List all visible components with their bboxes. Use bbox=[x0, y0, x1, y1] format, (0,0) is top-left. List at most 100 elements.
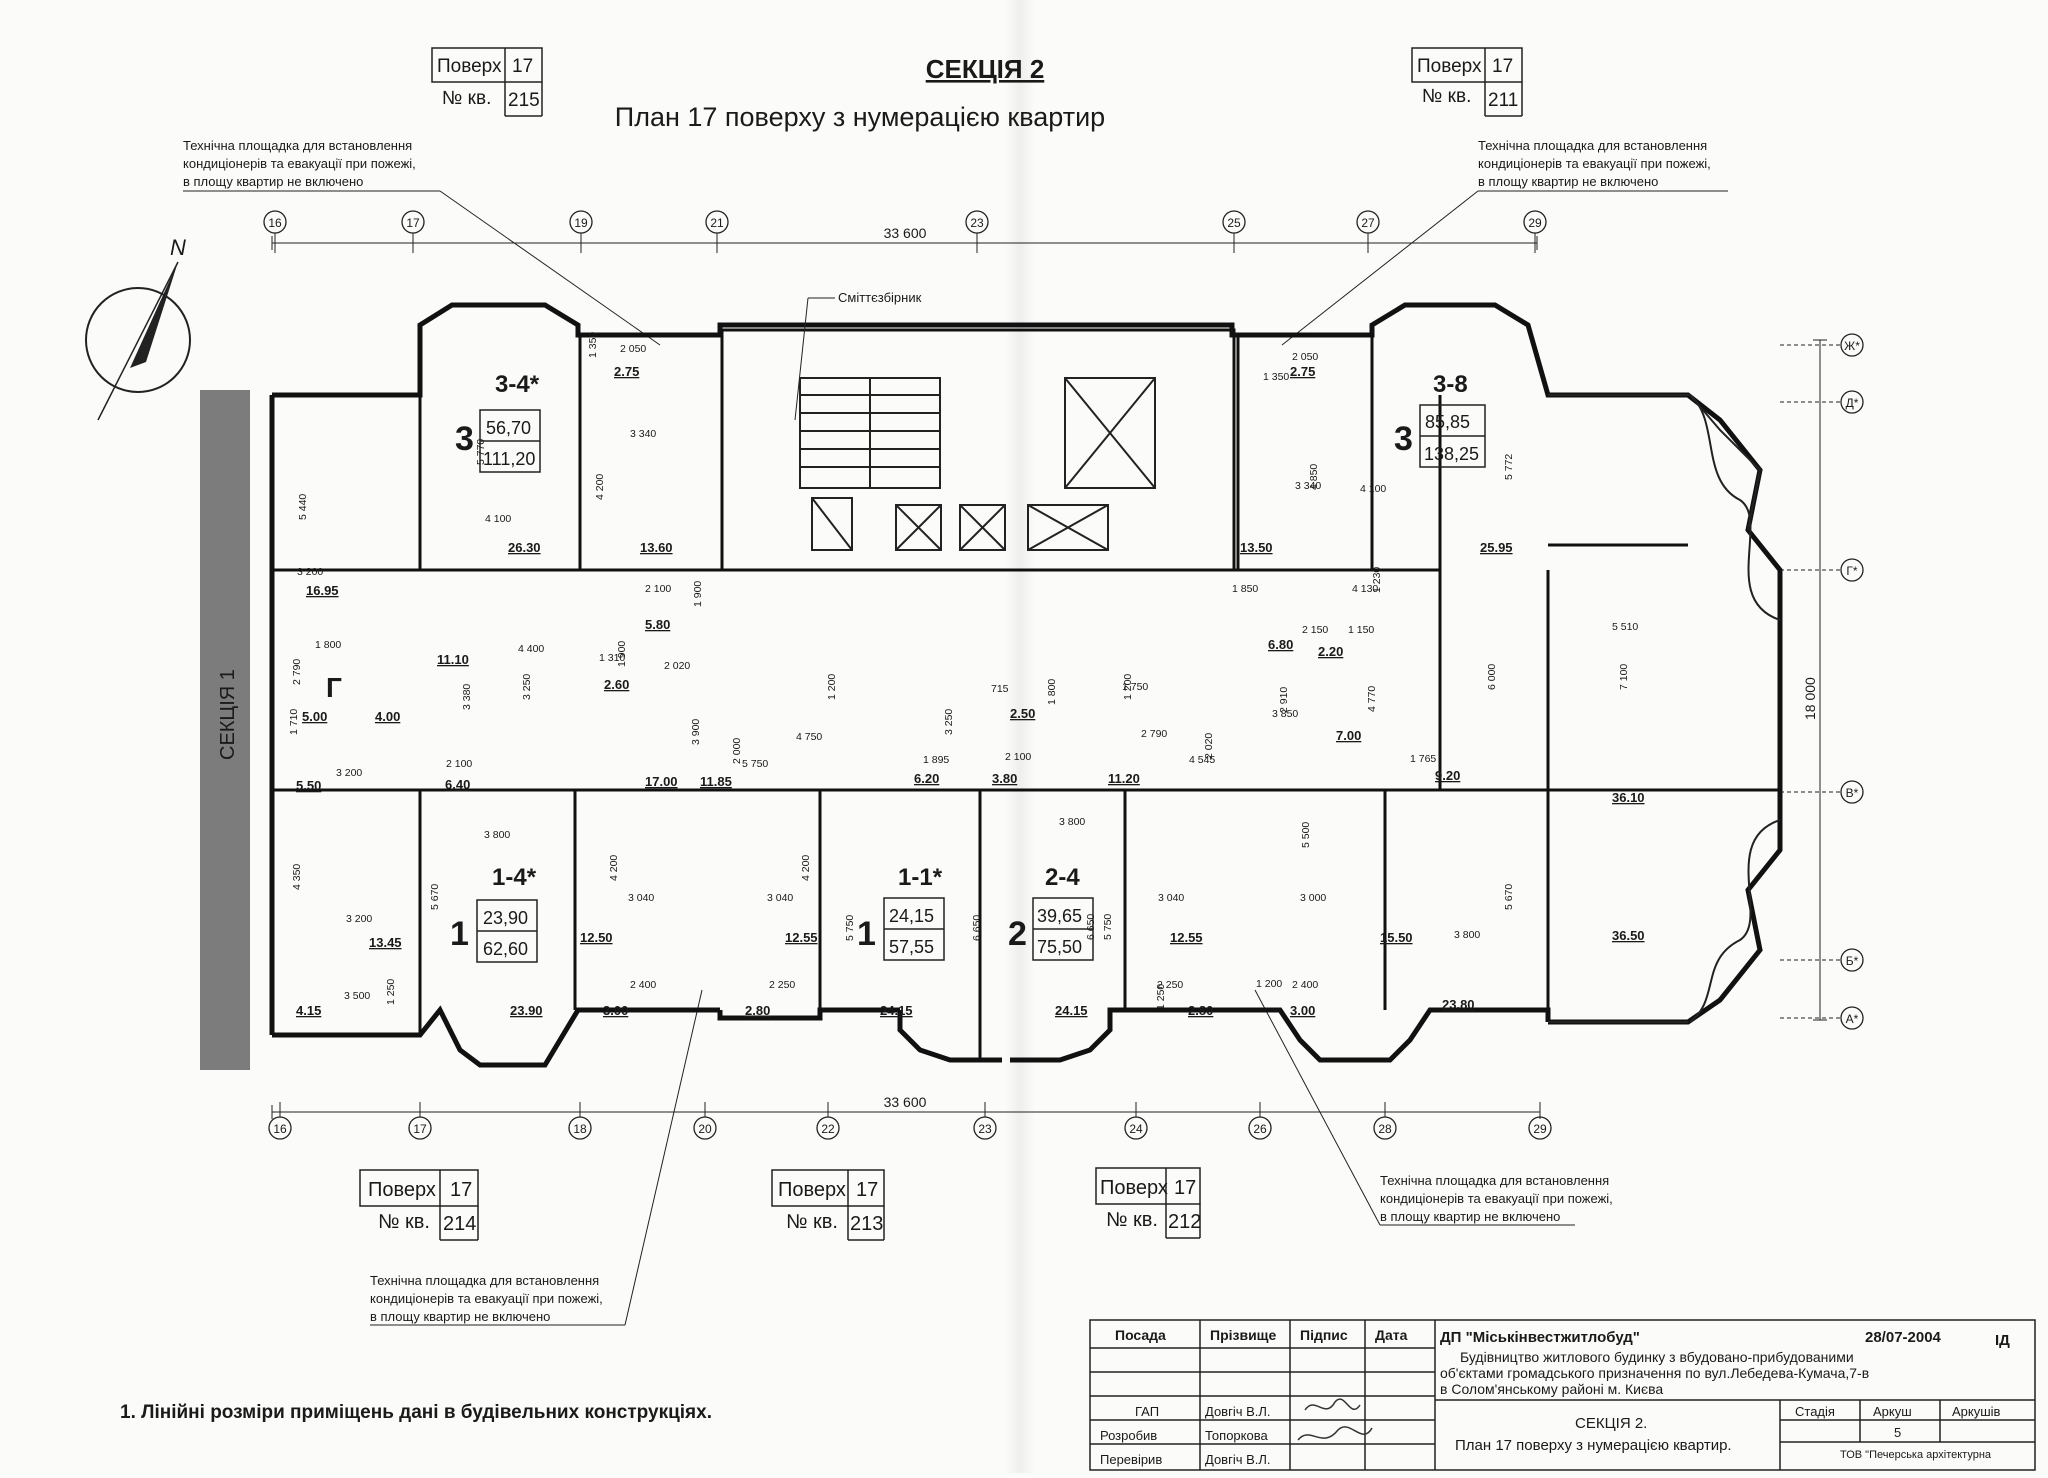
apt-label: № кв. bbox=[1422, 86, 1471, 107]
axis-marker: 29 bbox=[1523, 210, 1547, 234]
dimension: 3 250 bbox=[943, 709, 955, 735]
dimension: 2 910 bbox=[1278, 687, 1290, 713]
axis-label: В* bbox=[1846, 786, 1859, 800]
note-line: Технічна площадка для встановлення bbox=[1380, 1173, 1609, 1188]
sheet-label: Аркуш bbox=[1873, 1404, 1912, 1419]
room-area: 15.50 bbox=[1380, 930, 1413, 945]
note-line: Технічна площадка для встановлення bbox=[183, 138, 412, 153]
dimension: 1 900 bbox=[616, 641, 628, 667]
dimension: 3 200 bbox=[346, 913, 372, 925]
title-block-headers: Посада Прізвище Підпис Дата bbox=[1115, 1327, 1408, 1343]
axis-marker: 18 bbox=[568, 1116, 592, 1140]
room-area: 13.60 bbox=[640, 540, 673, 555]
axis-label: 16 bbox=[268, 216, 282, 230]
dimension: 3 040 bbox=[1158, 892, 1184, 904]
project-line: в Солом'янському районі м. Києва bbox=[1440, 1381, 1663, 1397]
sheet-subtitle: План 17 поверху з нумерацією квартир bbox=[615, 102, 1105, 132]
room-area: 2.80 bbox=[1188, 1003, 1213, 1018]
role: ГАП bbox=[1135, 1404, 1159, 1419]
room-area: 5.50 bbox=[296, 778, 321, 793]
dimension: 4 130 bbox=[1352, 583, 1378, 595]
dimension: 1 250 bbox=[1155, 984, 1167, 1010]
apt-living-area: 23,90 bbox=[483, 908, 528, 928]
dimension: 1 250 bbox=[385, 979, 397, 1005]
dimension: 3 380 bbox=[461, 684, 473, 710]
garbage-chute-label: Сміттєзбірник bbox=[838, 290, 922, 305]
dimension: 1 800 bbox=[315, 639, 341, 651]
apt-living-area: 24,15 bbox=[889, 906, 934, 926]
axis-label: 18 bbox=[573, 1122, 587, 1136]
doc-date: 28/07-2004 bbox=[1865, 1329, 1942, 1346]
room-area: 25.95 bbox=[1480, 540, 1513, 555]
axis-marker: 29 bbox=[1528, 1116, 1552, 1140]
apt-number: 212 bbox=[1168, 1211, 1201, 1233]
note-line: в площу квартир не включено bbox=[370, 1309, 550, 1324]
dimension: 3 800 bbox=[1454, 929, 1480, 941]
dimension: 5 770 bbox=[475, 439, 487, 465]
dimension: 3 800 bbox=[484, 829, 510, 841]
dimension: 2 050 bbox=[1292, 351, 1318, 363]
dimension: 6 650 bbox=[971, 915, 983, 941]
floor-label: Поверх bbox=[368, 1179, 436, 1201]
floor-value: 17 bbox=[1492, 56, 1513, 77]
dimension: 4 100 bbox=[485, 513, 511, 525]
room-area: 24.15 bbox=[880, 1003, 913, 1018]
floor-value: 17 bbox=[856, 1179, 878, 1201]
section-1-label: СЕКЦІЯ 1 bbox=[217, 669, 239, 760]
axis-label: 25 bbox=[1227, 216, 1241, 230]
apartment-badge-2-4: 2-4 2 39,65 75,50 bbox=[1008, 864, 1094, 961]
room-area: 2.75 bbox=[1290, 364, 1315, 379]
dimension: 2 790 bbox=[1141, 728, 1167, 740]
apt-living-area: 39,65 bbox=[1037, 906, 1082, 926]
dimension: 1 900 bbox=[692, 581, 704, 607]
north-label: N bbox=[170, 235, 186, 260]
axis-label: 20 bbox=[698, 1122, 712, 1136]
apt-number: 213 bbox=[850, 1213, 883, 1235]
dimension: 3 500 bbox=[344, 990, 370, 1002]
paper-fold bbox=[1005, 0, 1035, 1473]
axis-marker: Б* bbox=[1840, 948, 1864, 972]
axis-label: Г* bbox=[1846, 564, 1857, 578]
apt-number: 215 bbox=[508, 90, 540, 111]
room-area: 12.55 bbox=[1170, 930, 1203, 945]
total-height: 18 000 bbox=[1802, 677, 1818, 720]
apt-label: № кв. bbox=[786, 1211, 838, 1233]
axis-label: Б* bbox=[1846, 954, 1859, 968]
floor-label: Поверх bbox=[1100, 1177, 1168, 1199]
axis-label: 24 bbox=[1129, 1122, 1143, 1136]
dimension: 1 350 bbox=[587, 332, 599, 358]
dimension: 2 150 bbox=[1302, 624, 1328, 636]
apartment-badge-1-1: 1-1* 1 24,15 57,55 bbox=[857, 864, 945, 961]
note-line: Технічна площадка для встановлення bbox=[1478, 138, 1707, 153]
dimension: 1 200 bbox=[1256, 978, 1282, 990]
dimension: 3 200 bbox=[336, 767, 362, 779]
dimension: 3 850 bbox=[1272, 708, 1298, 720]
surname: Довгіч В.Л. bbox=[1205, 1404, 1271, 1419]
axis-marker: 16 bbox=[263, 210, 287, 234]
axis-marker: 27 bbox=[1356, 210, 1380, 234]
dimension: 3 340 bbox=[630, 428, 656, 440]
room-area: 16.95 bbox=[306, 583, 339, 598]
floor-label: Поверх bbox=[778, 1179, 846, 1201]
role: Перевірив bbox=[1100, 1452, 1162, 1467]
axis-label: Ж* bbox=[1844, 339, 1860, 353]
dimension: 3 040 bbox=[767, 892, 793, 904]
dimension: 715 bbox=[991, 683, 1009, 695]
axis-marker: 24 bbox=[1124, 1116, 1148, 1140]
room-area: Г bbox=[326, 672, 342, 703]
dimension: 1 765 bbox=[1410, 753, 1436, 765]
signature-scribble bbox=[1297, 1426, 1373, 1441]
axis-marker: 19 bbox=[569, 210, 593, 234]
stair-and-lift-core bbox=[799, 377, 1156, 551]
dimension: 6 650 bbox=[1085, 914, 1097, 940]
dimension: 4 750 bbox=[796, 731, 822, 743]
dimension: 2 790 bbox=[291, 659, 303, 685]
sheet-number: 5 bbox=[1894, 1425, 1901, 1440]
apt-rooms: 1 bbox=[450, 915, 469, 953]
room-area: 7.00 bbox=[1336, 728, 1361, 743]
dimension: 2 050 bbox=[620, 343, 646, 355]
room-area: 13.50 bbox=[1240, 540, 1273, 555]
axis-marker: 23 bbox=[965, 210, 989, 234]
